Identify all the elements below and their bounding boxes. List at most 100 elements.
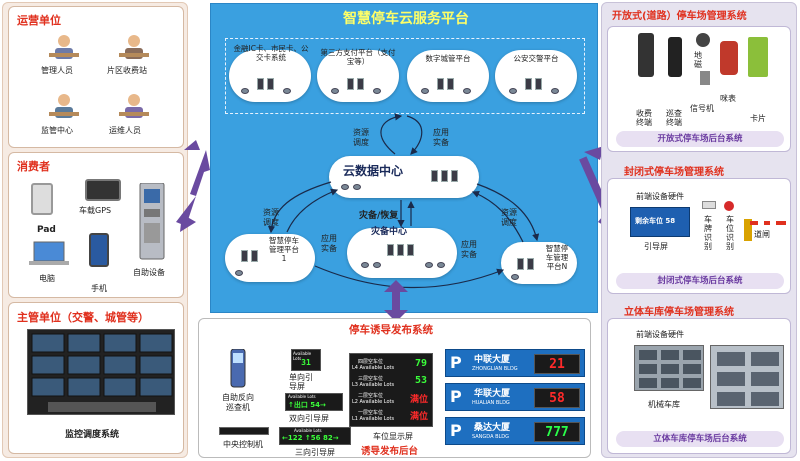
- closed-parking-title: 封闭式停车场管理系统: [624, 167, 724, 178]
- cloud-police-label: 公安交警平台: [513, 54, 559, 63]
- label-res-dispatch-top: 资源调度: [353, 128, 369, 147]
- garage-parking-card: 立体车库停车场管理系统 前端设备硬件 机械车库 立体车库停车场后台系统: [607, 307, 791, 454]
- external-platforms-box: [225, 38, 585, 114]
- lot-display-screen: 四层空车位 L4 Available Lots 79 三层空车位 L3 Avai…: [349, 353, 433, 427]
- closed-parking-backend-button[interactable]: 封闭式停车场后台系统: [616, 273, 784, 289]
- lot-row-1: 三层空车位 L3 Available Lots 53: [352, 375, 432, 391]
- garage-parking-backend-button[interactable]: 立体车库停车场后台系统: [616, 431, 784, 447]
- meter-icon: [720, 41, 738, 75]
- open-parking-backend-button[interactable]: 开放式停车场后台系统: [616, 131, 784, 147]
- disk-icon: [425, 262, 433, 268]
- authority-caption: 监控调度系统: [65, 430, 120, 440]
- operator-card: 运营单位 管理人员 片区收费站 监管中心 运维人员: [8, 6, 184, 148]
- double-guide-screen: Available Lots ↑出口 54→: [285, 393, 343, 411]
- lot-row-1-label: 三层空车位: [358, 376, 384, 382]
- sign-0-en: ZHONGLIAN BLDG: [472, 366, 518, 372]
- controller-icon: [219, 427, 269, 435]
- consumer-item-3: 手机: [91, 284, 107, 293]
- consumer-item-0: 车载GPS: [79, 206, 112, 215]
- sign-hualian: P 华联大厦 HUALIAN BLDG 58: [445, 383, 585, 411]
- parking-p-icon: P: [450, 353, 462, 372]
- server-icon: [241, 250, 248, 262]
- open-item-5: 卡片: [750, 114, 766, 123]
- garage-sub: 前端设备硬件: [636, 330, 684, 339]
- lot-row-2: 二层空车位 L2 Available Lots 满位: [352, 392, 432, 408]
- disk-icon: [361, 262, 369, 268]
- guidance-title: 停车诱导发布系统: [349, 324, 433, 336]
- server-icon: [441, 170, 448, 182]
- kiosk-device-icon: [139, 182, 165, 261]
- triple-screen-text: ←122 ↑56 82→: [282, 434, 339, 442]
- disk-icon: [331, 88, 339, 94]
- disk-icon: [373, 88, 381, 94]
- server-icon: [527, 258, 534, 270]
- single-screen-top: Available Lots: [293, 351, 312, 361]
- disk-icon: [421, 88, 429, 94]
- lot-row-0: 四层空车位 L4 Available Lots 79: [352, 358, 432, 374]
- server-icon: [397, 244, 404, 256]
- sign-2-en: SANGDA BLDG: [472, 434, 510, 440]
- server-icon: [347, 78, 354, 90]
- lot-display-caption: 车位显示屏: [373, 432, 413, 441]
- monitor-wall-icon: [27, 329, 175, 415]
- lot-row-0-sub: L4 Available Lots: [352, 365, 395, 371]
- phone-icon: [89, 233, 109, 267]
- disk-icon: [353, 184, 361, 190]
- label-app-deploy-top: 应用实备: [433, 128, 449, 147]
- operator-item-1: 片区收费站: [107, 66, 147, 75]
- sign-1-value: 58: [549, 391, 565, 406]
- pos-terminal-icon: [638, 33, 654, 77]
- authority-title: 主管单位（交警、城管等）: [17, 311, 149, 324]
- lot-row-3-sub: L1 Available Lots: [352, 416, 395, 422]
- server-icon: [447, 78, 454, 90]
- cloud-backup-label: 灾备中心: [371, 227, 408, 237]
- consumer-title: 消费者: [17, 160, 50, 173]
- lot-row-3-label: 一层空车位: [358, 410, 384, 416]
- label-app-deploy-left: 应用实备: [321, 234, 337, 253]
- backend-label: 诱导发布后台: [361, 446, 419, 457]
- open-parking-title: 开放式(道路）停车场管理系统: [612, 11, 747, 22]
- label-res-dispatch-right: 资源调度: [501, 208, 517, 227]
- admin-icon: [49, 33, 79, 61]
- closed-sub: 前端设备硬件: [636, 192, 684, 201]
- sign-0-name: 中联大厦: [474, 355, 511, 365]
- disk-icon: [235, 270, 243, 276]
- operator-item-3: 运维人员: [109, 126, 141, 135]
- sign-1-name: 华联大厦: [474, 389, 511, 399]
- server-icon: [431, 170, 438, 182]
- cloud-police: [495, 50, 577, 102]
- triple-screen-top: Available Lots: [294, 428, 322, 433]
- garage-item-0: 机械车库: [648, 400, 680, 409]
- open-item-4: 咪表: [720, 94, 736, 103]
- server-icon: [357, 78, 364, 90]
- pad-icon: [31, 183, 53, 215]
- single-screen-caption: 单向引导屏: [289, 373, 313, 391]
- open-item-1: 巡查终端: [666, 109, 682, 127]
- sign-0-value: 21: [549, 357, 565, 372]
- consumer-item-1: Pad: [37, 225, 56, 235]
- cloud-city-mgmt-label: 数字城管平台: [425, 54, 471, 63]
- open-parking-card: 开放式(道路）停车场管理系统 收费终端 巡查终端 地磁 信号机 咪表 卡片 开放…: [607, 11, 791, 152]
- cloud-platform-1-label: 智慧停车管理平台1: [269, 236, 299, 263]
- server-icon: [251, 250, 258, 262]
- sign-1-en: HUALIAN BLDG: [472, 400, 510, 406]
- server-icon: [517, 258, 524, 270]
- cloud-platform-panel: 智慧停车云服务平台 金融IC卡、市民卡、公交卡系统 第三方支付平台（支付宝等） …: [210, 3, 598, 313]
- cloud-ic-card-label: 金融IC卡、市民卡、公交卡系统: [233, 44, 309, 62]
- operator-item-0: 管理人员: [41, 66, 73, 75]
- guide-screen-icon: 剩余车位 58: [630, 207, 690, 237]
- operator-item-2: 监管中心: [41, 126, 73, 135]
- reverse-lookup-kiosk-icon: [229, 348, 247, 389]
- patrol-terminal-icon: [668, 37, 682, 77]
- guide-screen-text: 剩余车位 58: [635, 217, 676, 225]
- garage-photo-2-icon: [710, 345, 784, 409]
- card-icon: [748, 37, 768, 77]
- label-res-dispatch-left: 资源调度: [263, 208, 279, 227]
- disk-icon: [509, 88, 517, 94]
- consumer-item-2: 电脑: [39, 274, 55, 283]
- sign-2-value: 777: [545, 425, 569, 440]
- closed-item-0: 引导屏: [644, 242, 668, 251]
- cloud-data-center-label: 云数据中心: [343, 164, 404, 178]
- lot-row-2-sub: L2 Available Lots: [352, 399, 395, 405]
- cloud-third-pay: [317, 50, 399, 102]
